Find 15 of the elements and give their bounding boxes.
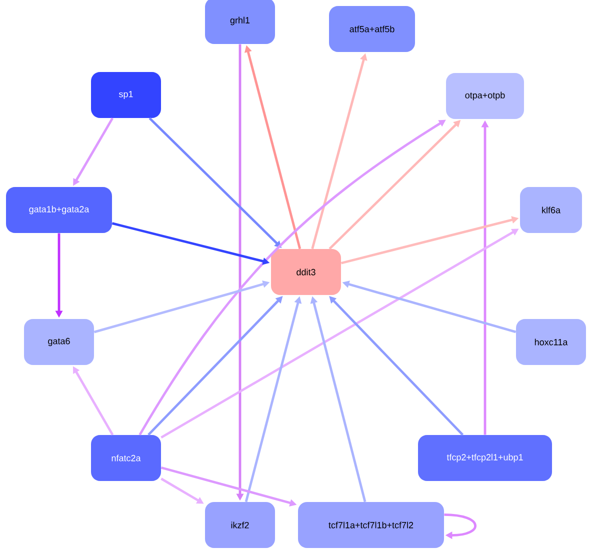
node-box: tcf7l1a+tcf7l1b+tcf7l2: [298, 502, 444, 548]
node-box: tfcp2+tfcp2l1+ubp1: [418, 435, 552, 481]
node-box: ikzf2: [205, 502, 275, 548]
node-box: ddit3: [271, 249, 341, 295]
node-box: sp1: [91, 72, 161, 118]
node-box: hoxc11a: [516, 319, 586, 365]
node-box: grhl1: [205, 0, 275, 44]
node-box: gata6: [24, 319, 94, 365]
arrow: [329, 296, 464, 436]
node-box: gata1b+gata2a: [6, 187, 112, 233]
loop-arrow: [444, 514, 476, 540]
node-box: otpa+otpb: [446, 73, 524, 119]
node-box: nfatc2a: [91, 435, 161, 481]
node-box: atf5a+atf5b: [329, 6, 415, 52]
node-box: klf6a: [520, 187, 582, 233]
